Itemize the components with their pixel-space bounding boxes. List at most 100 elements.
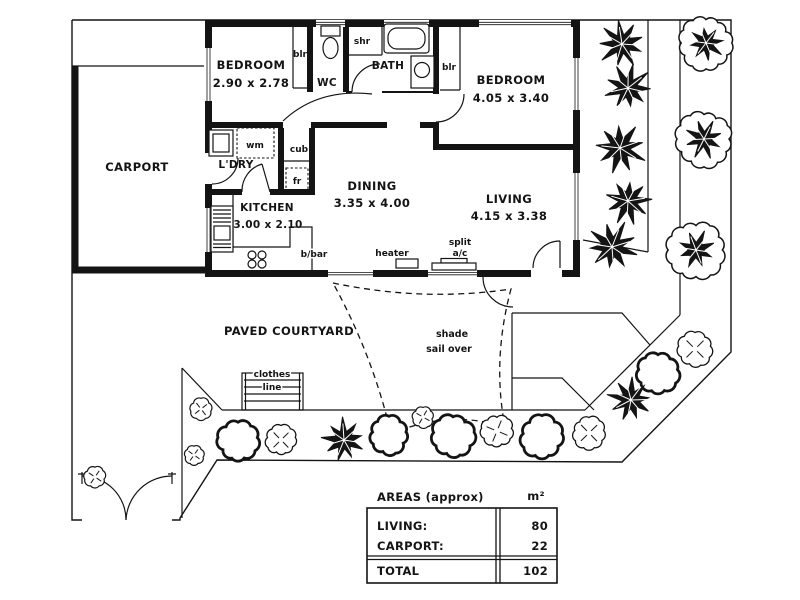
tree-icon [264,423,298,456]
laundry-door-opening [204,153,214,184]
toilet-icon [320,25,341,60]
shrub-ticks [194,402,208,416]
interior-wall [205,20,577,195]
heater-unit [395,258,419,269]
plant-veins [605,26,640,61]
shrub-ticks [88,470,102,484]
garden-bed-lines [181,20,681,518]
laundry-kitchen-door-arc [241,163,271,193]
living-label: LIVING [486,192,532,206]
shade-sail-label-2: sail over [426,344,472,355]
plant-veins [615,383,648,417]
plant-veins [610,70,645,104]
tree-icon [571,415,606,451]
bush-icon [634,351,682,396]
laundry-label: L'DRY [218,159,253,171]
areas-table: AREAS (approx) m² LIVING: 80 CARPORT: 22… [366,489,558,584]
plant-veins [593,229,631,266]
clothesline-label-2: line [263,383,282,393]
bush-icon [518,413,565,461]
shower-screen [346,22,383,56]
bush-icon [429,413,478,459]
areas-row-carport-value: 22 [531,539,548,553]
bedroom1-label: BEDROOM [217,58,286,72]
shrub-icon [189,397,213,422]
plant-veins [327,423,361,456]
window-living-east [572,173,582,240]
door-arcs [211,63,561,308]
carport-label: CARPORT [105,160,168,174]
window-dining-south [328,270,373,278]
fridge-box [285,167,309,193]
shrub-icon [411,406,434,430]
fern-icon [599,20,643,66]
plant-veins [611,184,646,219]
areas-total-value: 102 [523,564,548,578]
areas-row-carport-label: CARPORT: [377,539,444,553]
shower-label: shr [354,37,371,47]
carport-walls [71,66,208,274]
areas-total-label: TOTAL [377,564,420,578]
clothesline [241,372,304,411]
fern-icon [606,181,653,225]
window-wc [316,20,345,27]
bush-icon [368,413,410,457]
shrub-ticks [580,424,598,442]
gate-post-icon [78,472,176,484]
bedroom2-door-arc [435,93,465,123]
shade-sail-label-1: shade [436,329,468,340]
path-edge-lower [512,377,595,411]
living-door-inner-arc [532,240,561,269]
window-kitchen [204,208,214,252]
robe2-front [440,26,461,91]
washing-machine-label: wm [246,141,264,151]
window-bedroom2 [479,20,571,27]
window-bedroom1 [204,48,214,101]
split-ac-label-1: split [449,238,472,248]
dining-dims: 3.35 x 4.00 [334,196,411,210]
washing-machine-box [236,127,275,159]
labels: BEDROOM 2.90 x 2.78 blr WC shr BATH blr … [105,37,549,395]
carport-laundry-door-arc [211,157,239,185]
areas-table-unit: m² [527,489,545,503]
clothesline-wires [244,373,301,410]
path-edge-upper [512,312,651,346]
clothesline-label-1: clothes [254,370,291,380]
vanity-basin-icon [410,55,435,89]
garden-plants [83,16,734,489]
shrub-ticks [273,432,289,448]
living-door-opening [531,269,562,279]
shrub-ticks [686,340,704,358]
living-door-outer-arc [482,276,514,308]
carport-structure [71,65,208,274]
areas-row-living-value: 80 [531,519,548,533]
window-living-south [428,270,477,278]
kitchen-sink-icon [210,205,234,253]
robe2-label: blr [442,63,457,73]
cupboard-label: cub [290,145,309,155]
kitchen-label: KITCHEN [240,202,294,214]
plant-veins [601,130,638,167]
dining-label: DINING [347,179,396,193]
bedroom1-dims: 2.90 x 2.78 [213,76,290,90]
shrub-ticks [486,420,508,442]
hall-arch-arc [282,92,373,122]
breakfast-bar-label: b/bar [301,250,328,260]
bedroom2-label: BEDROOM [477,73,546,87]
tree-icon [479,414,514,448]
cooktop-icon [247,250,267,269]
robe1-front [292,25,308,89]
wall-openings [204,153,562,279]
heater-label: heater [375,249,409,259]
shrub-ticks [416,410,430,424]
bush-icon [215,419,262,463]
shrub-ticks [188,449,200,461]
split-ac-label-2: a/c [453,249,468,259]
bath-label: BATH [372,60,404,72]
bathtub-icon [383,23,430,54]
plant-veins [692,30,720,56]
gate-right-arc [125,475,173,521]
living-dims: 4.15 x 3.38 [471,209,548,223]
